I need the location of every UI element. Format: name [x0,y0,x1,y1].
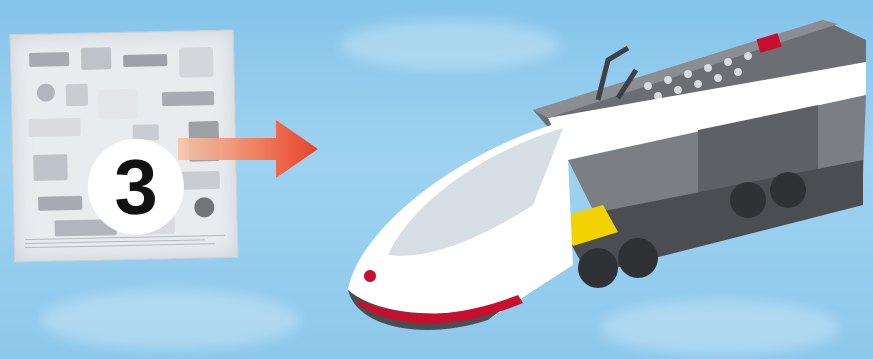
background-cloud [40,290,300,350]
arrow-right-icon [178,114,324,184]
train-locomotive-icon [318,0,873,359]
